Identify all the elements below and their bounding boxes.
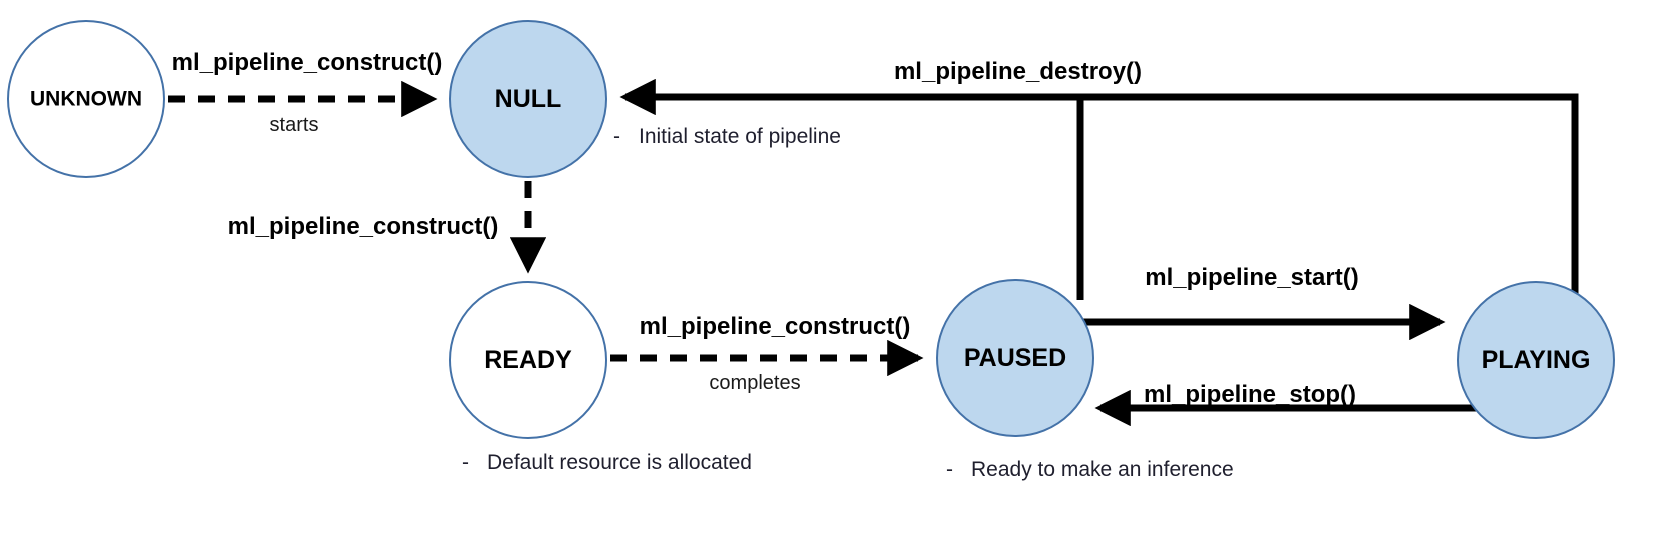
note-null: - Initial state of pipeline [613,125,841,148]
note-text-null: Initial state of pipeline [639,125,841,148]
edge-label-paused-to-playing: ml_pipeline_start() [1145,264,1358,291]
state-label-paused: PAUSED [964,344,1066,372]
edge-label-null-to-ready: ml_pipeline_construct() [228,213,499,240]
state-node-ready[interactable]: READY [449,281,607,439]
state-label-playing: PLAYING [1482,346,1591,374]
state-node-null[interactable]: NULL [449,20,607,178]
edge-sublabel-ready-to-paused: completes [709,372,800,394]
note-marker-paused: - [946,458,953,481]
note-text-paused: Ready to make an inference [971,458,1234,481]
edge-label-unknown-to-null: ml_pipeline_construct() [172,49,443,76]
note-ready: - Default resource is allocated [462,451,752,474]
edge-destroy-to-null [619,78,1579,300]
note-paused: - Ready to make an inference [946,458,1234,481]
state-circle-ready [449,281,607,439]
edge-label-playing-to-paused: ml_pipeline_stop() [1144,381,1356,408]
note-text-ready: Default resource is allocated [487,451,752,474]
edge-label-destroy-to-null: ml_pipeline_destroy() [894,58,1142,85]
state-circle-playing [1457,281,1615,439]
state-circle-null [449,20,607,178]
state-label-ready: READY [484,346,572,374]
state-circle-paused [936,279,1094,437]
edge-sublabel-unknown-to-null: starts [270,114,319,136]
state-label-unknown: UNKNOWN [30,88,142,111]
note-marker-ready: - [462,451,469,474]
edge-label-ready-to-paused: ml_pipeline_construct() [640,313,911,340]
state-label-null: NULL [495,85,562,113]
state-node-unknown[interactable]: UNKNOWN [7,20,165,178]
state-node-playing[interactable]: PLAYING [1457,281,1615,439]
state-node-paused[interactable]: PAUSED [936,279,1094,437]
state-circle-unknown [7,20,165,178]
note-marker-null: - [613,125,620,148]
